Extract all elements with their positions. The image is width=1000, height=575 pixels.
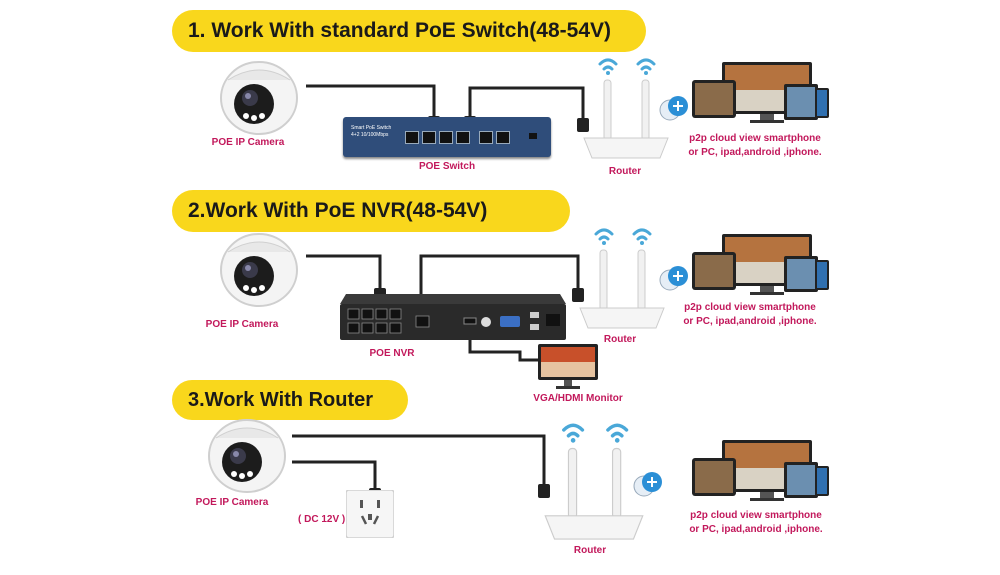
switch-label: POE Switch <box>418 161 476 172</box>
camera-label-2: POE IP Camera <box>205 319 279 330</box>
cable-camera-router-3 <box>292 434 546 486</box>
cable-nvr-router-2 <box>419 254 580 318</box>
p2p-line-2: or PC, ipad,android ,iphone. <box>689 524 823 535</box>
cable-camera-switch-1 <box>306 84 436 116</box>
p2p-line-1: p2p cloud view smartphone <box>684 302 816 313</box>
cloud-icon <box>659 266 688 291</box>
router-label-3: Router <box>573 545 607 556</box>
router-icon <box>579 228 665 329</box>
cable-switch-router-1 <box>468 86 585 120</box>
section-1-title: 1. Work With standard PoE Switch(48-54V) <box>172 10 646 52</box>
p2p-line-1: p2p cloud view smartphone <box>689 133 821 144</box>
rj45-plug-icon <box>577 118 589 132</box>
monitor-label: VGA/HDMI Monitor <box>533 393 623 404</box>
section-3-title: 3.Work With Router <box>172 380 408 420</box>
nvr-icon <box>340 294 566 340</box>
cable-camera-power-3 <box>292 460 377 490</box>
p2p-line-2: or PC, ipad,android ,iphone. <box>688 147 822 158</box>
camera-icon <box>220 61 298 135</box>
router-label-2: Router <box>603 334 637 345</box>
p2p-label-1: p2p cloud view smartphone or PC, ipad,an… <box>675 132 835 160</box>
cable-camera-nvr-2 <box>306 254 382 290</box>
rj45-plug-icon <box>572 288 584 302</box>
devices-icon <box>692 234 829 295</box>
power-outlet-icon <box>346 490 394 538</box>
cable-nvr-monitor-2 <box>468 340 540 362</box>
p2p-label-2: p2p cloud view smartphone or PC, ipad,an… <box>670 301 830 329</box>
router-icon <box>544 423 644 540</box>
router-icon <box>583 58 669 159</box>
p2p-label-3: p2p cloud view smartphone or PC, ipad,an… <box>676 509 836 537</box>
camera-icon <box>208 419 286 493</box>
camera-icon <box>220 233 298 307</box>
camera-label-3: POE IP Camera <box>195 497 269 508</box>
p2p-line-1: p2p cloud view smartphone <box>690 510 822 521</box>
nvr-label: POE NVR <box>369 348 415 359</box>
cloud-icon <box>659 96 688 121</box>
rj45-plug-icon <box>538 484 550 498</box>
devices-icon <box>692 440 829 501</box>
switch-model-text: Smart PoE Switch <box>351 125 392 131</box>
monitor-icon <box>538 344 598 389</box>
camera-label-1: POE IP Camera <box>211 137 285 148</box>
switch-spec-text: 4+2 10/100Mbps <box>351 132 389 138</box>
p2p-line-2: or PC, ipad,android ,iphone. <box>683 316 817 327</box>
router-label-1: Router <box>608 166 642 177</box>
devices-icon <box>692 62 829 123</box>
section-2-title: 2.Work With PoE NVR(48-54V) <box>172 190 570 232</box>
cloud-icon <box>633 472 662 497</box>
poe-switch-icon: Smart PoE Switch 4+2 10/100Mbps <box>343 117 551 157</box>
power-label: ( DC 12V ) <box>298 514 346 525</box>
